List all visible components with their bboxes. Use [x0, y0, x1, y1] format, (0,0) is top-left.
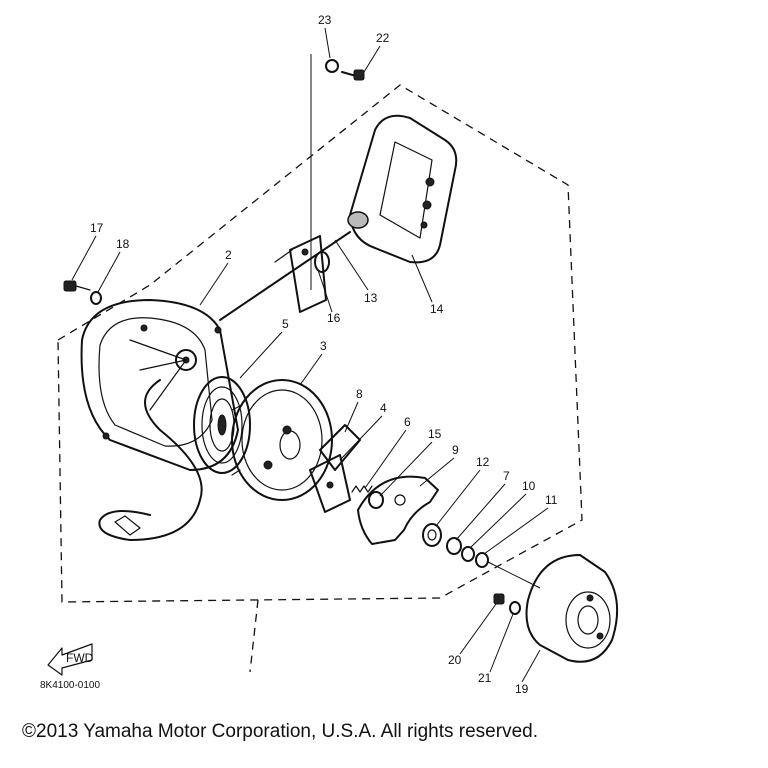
callout-10: 10 — [522, 479, 536, 493]
drawing-code: 8K4100-0100 — [40, 680, 101, 691]
washer-15 — [368, 491, 384, 509]
callout-16: 16 — [327, 311, 341, 325]
rope-reel-3 — [231, 379, 333, 501]
spiral-spring-5 — [193, 376, 251, 474]
rope-guide-13 — [219, 231, 351, 321]
washer-21 — [509, 601, 521, 615]
washer-12 — [422, 523, 442, 547]
spring-6 — [351, 485, 373, 493]
callout-23: 23 — [318, 13, 332, 27]
bracket-16 — [274, 235, 327, 313]
callout-15: 15 — [428, 427, 442, 441]
assembly-boundary — [57, 84, 583, 603]
callout-8: 8 — [356, 387, 363, 401]
callout-13: 13 — [364, 291, 378, 305]
washer-18 — [90, 291, 102, 305]
callout-19: 19 — [515, 682, 529, 696]
washer-7 — [446, 537, 462, 555]
friction-plate-9 — [357, 475, 439, 545]
assembly-leader — [249, 599, 259, 673]
copyright-notice: ©2013 Yamaha Motor Corporation, U.S.A. A… — [22, 721, 538, 742]
forward-arrow-icon: FWD — [47, 643, 94, 676]
callout-21: 21 — [478, 671, 492, 685]
pawl-8 — [319, 424, 361, 471]
callout-20: 20 — [448, 653, 462, 667]
washer-23 — [325, 59, 339, 73]
callout-labels: 23 22 17 18 2 16 13 14 5 3 8 4 6 15 9 12… — [71, 13, 558, 696]
callout-2: 2 — [225, 248, 232, 262]
callout-6: 6 — [404, 415, 411, 429]
callout-12: 12 — [476, 455, 490, 469]
callout-5: 5 — [282, 317, 289, 331]
callout-7: 7 — [503, 469, 510, 483]
bolt-17 — [63, 280, 91, 292]
starter-pulley-19 — [525, 554, 619, 663]
callout-22: 22 — [376, 31, 390, 45]
washer-10 — [461, 546, 475, 562]
callout-14: 14 — [430, 302, 444, 316]
callout-17: 17 — [90, 221, 104, 235]
callout-9: 9 — [452, 443, 459, 457]
drive-plate-4 — [309, 454, 351, 513]
callout-3: 3 — [320, 339, 327, 353]
fwd-label: FWD — [66, 651, 94, 665]
callout-4: 4 — [380, 401, 387, 415]
callout-11: 11 — [545, 493, 558, 507]
callout-18: 18 — [116, 237, 130, 251]
starter-housing-2 — [80, 299, 239, 541]
starter-handle-14 — [347, 114, 458, 264]
bolt-20 — [493, 593, 505, 605]
nut-11 — [475, 552, 541, 589]
bolt-22 — [341, 69, 365, 81]
recoil-starter-exploded-diagram: FWD 23 22 17 18 2 16 13 14 5 3 8 4 6 15 … — [47, 13, 619, 696]
